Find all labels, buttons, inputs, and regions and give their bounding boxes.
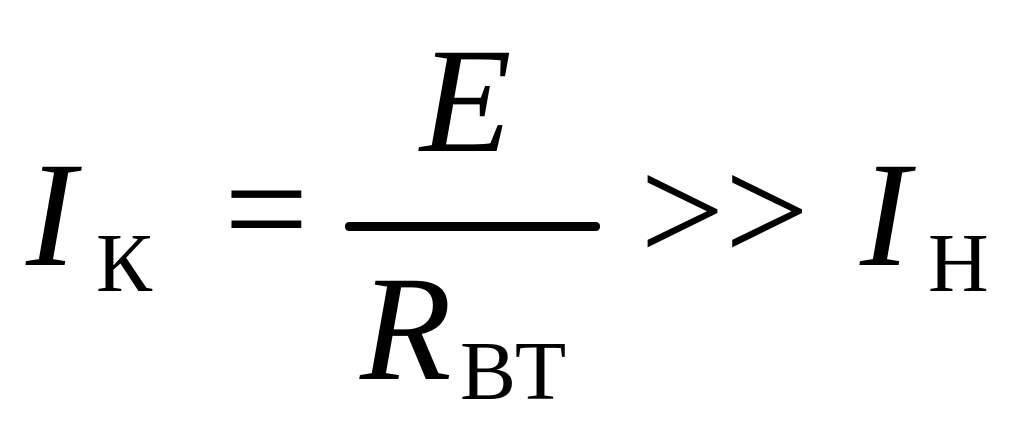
- current-subscript-left: К: [96, 217, 153, 310]
- much-greater-sign: >>: [640, 128, 810, 294]
- current-symbol-right: I: [860, 132, 910, 298]
- current-subscript-right: Н: [928, 217, 989, 310]
- fraction-bar: [345, 222, 600, 231]
- current-symbol-left: I: [26, 132, 76, 298]
- equals-sign: =: [224, 126, 309, 292]
- denominator-subscript: ВТ: [460, 325, 567, 418]
- fraction-denominator: R: [360, 246, 452, 412]
- fraction-numerator: E: [420, 18, 512, 184]
